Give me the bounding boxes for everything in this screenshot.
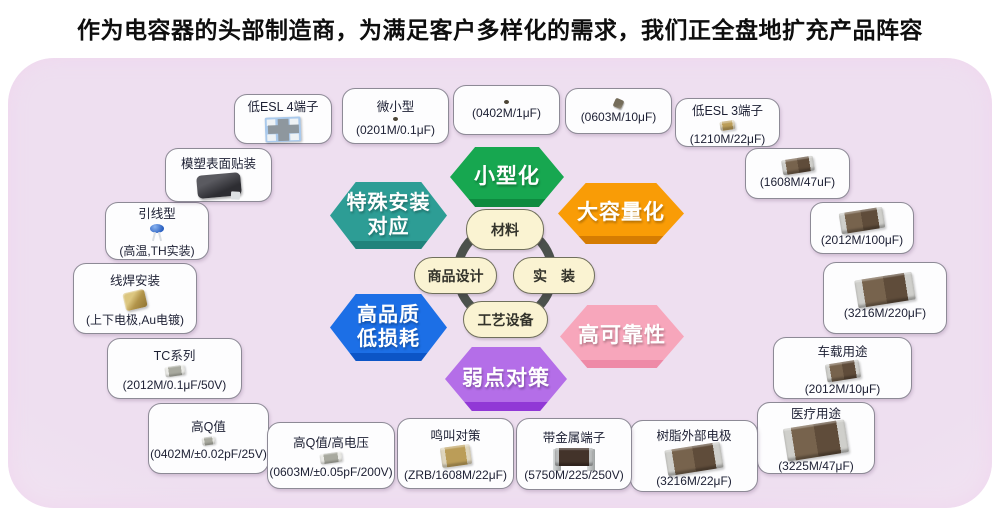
product-spec: (2012M/100μF) [820,232,904,247]
mlcc-chip-icon [854,271,916,309]
core-node-mounting: 实 装 [513,257,595,294]
product-spec: (ZRB/1608M/22μF) [404,468,507,482]
lga-4-terminal-chip-icon [264,116,302,143]
tiny-chip-icon [393,116,398,121]
product-box-resin-electrode: 树脂外部电极 (3216M/22μF) [630,420,758,492]
core-node-product-design: 商品设计 [414,257,497,294]
product-spec: (上下电极,Au电镀) [85,312,184,327]
core-node-process-equipment: 工艺设备 [463,301,548,338]
product-label: 医疗用途 [790,407,841,421]
product-box-acoustic-noise: 鸣叫对策 (ZRB/1608M/22μF) [397,418,514,489]
core-node-materials: 材料 [466,209,544,250]
product-label: 树脂外部电极 [656,428,732,443]
product-spec: (3225M/47μF) [778,459,854,473]
product-label: TC系列 [153,349,196,363]
product-box-1608: (1608M/47uF) [745,148,850,199]
product-box-leaded-type: 引线型 (高温,TH实装) [105,202,209,260]
metal-terminal-chip-icon [553,447,595,471]
product-spec: (5750M/225/250V) [524,467,624,482]
tan-chip-icon [439,444,472,468]
hexagon-label: 弱点对策 [462,366,550,390]
product-spec: (1608M/47uF) [759,175,836,189]
product-spec: (2012M/0.1μF/50V) [122,378,227,392]
product-spec: (0201M/0.1μF) [356,122,435,137]
product-box-wire-bonding: 线焊安装 (上下电极,Au电镀) [73,263,197,334]
mlcc-chip-icon [780,155,815,176]
hexagon-high-quality-low-loss: 高品质低损耗 [330,294,447,361]
product-spec: (3216M/22μF) [656,473,732,488]
product-spec: (1210M/22μF) [689,131,766,146]
product-spec: (0603M/10μF) [580,109,657,124]
hexagon-label: 特殊安装 [346,191,431,214]
product-label: 低ESL 4端子 [247,100,319,114]
silver-chip-icon [319,451,343,465]
page-title: 作为电容器的头部制造商，为满足客户多样化的需求，我们正全盘地扩充产品阵容 [77,17,923,43]
product-box-0402: (0402M/1μF) [453,85,560,135]
product-label: 微小型 [376,99,415,114]
product-box-high-q-high-voltage: 高Q值/高电压 (0603M/±0.05pF/200V) [267,422,395,489]
product-box-0603: (0603M/10μF) [565,88,672,134]
product-label: 带金属端子 [542,430,606,445]
product-box-automotive: 车载用途 (2012M/10μF) [773,337,912,399]
product-box-high-q: 高Q值 (0402M/±0.02pF/25V) [148,403,269,474]
hexagon-label: 小型化 [474,164,540,188]
mlcc-chip-icon [664,441,724,476]
product-spec: (0402M/1μF) [472,106,541,120]
product-box-tc-series: TC系列 (2012M/0.1μF/50V) [107,338,242,399]
product-box-metal-terminal: 带金属端子 (5750M/225/250V) [516,418,632,490]
product-box-2012: (2012M/100μF) [810,202,914,254]
mlcc-chip-icon [838,206,886,234]
product-label: 高Q值 [191,420,226,434]
product-spec: (高温,TH实装) [119,244,195,258]
small-tan-chip-icon [719,119,736,131]
product-label: 引线型 [138,207,176,221]
product-label: 鸣叫对策 [430,429,481,443]
silver-chip-icon [163,364,186,378]
product-label: 模塑表面贴装 [180,157,256,171]
hexagon-weakness-countermeasure: 弱点对策 [445,347,567,411]
product-spec: (3216M/220μF) [843,306,927,320]
product-box-micro-size: 微小型 (0201M/0.1μF) [342,88,449,144]
product-label: 线焊安装 [109,273,160,288]
hexagon-miniaturization: 小型化 [450,147,564,207]
product-box-low-esl-4-terminal: 低ESL 4端子 [234,94,332,144]
silver-chip-small-icon [201,436,216,446]
product-label: 车载用途 [817,344,868,359]
product-spec: (0402M/±0.02pF/25V) [150,447,267,461]
hexagon-label: 大容量化 [577,201,665,225]
hexagon-special-mounting: 特殊安装对应 [330,182,447,249]
product-box-molded-smd: 模塑表面贴装 [165,148,272,202]
product-label: 低ESL 3端子 [691,103,764,118]
small-dark-chip-icon [612,97,625,109]
mlcc-chip-icon [824,358,861,383]
molded-smd-package-icon [195,172,242,199]
hexagon-high-reliability: 高可靠性 [560,305,684,368]
hexagon-label: 高品质 [357,303,420,326]
product-spec: (2012M/10μF) [804,381,881,396]
leaded-disc-capacitor-icon [150,224,164,233]
product-spec: (0603M/±0.05pF/200V) [269,465,393,479]
product-box-3216: (3216M/220μF) [823,262,947,334]
hexagon-large-capacity: 大容量化 [558,183,684,244]
product-box-medical: 医疗用途 (3225M/47μF) [757,402,875,474]
mlcc-chip-icon [782,419,850,462]
product-box-low-esl-3-terminal: 低ESL 3端子 (1210M/22μF) [675,98,780,147]
tiny-chip-icon [504,100,509,104]
gold-cube-chip-icon [122,288,148,311]
hexagon-label: 高可靠性 [578,324,666,348]
product-label: 高Q值/高电压 [293,436,369,450]
